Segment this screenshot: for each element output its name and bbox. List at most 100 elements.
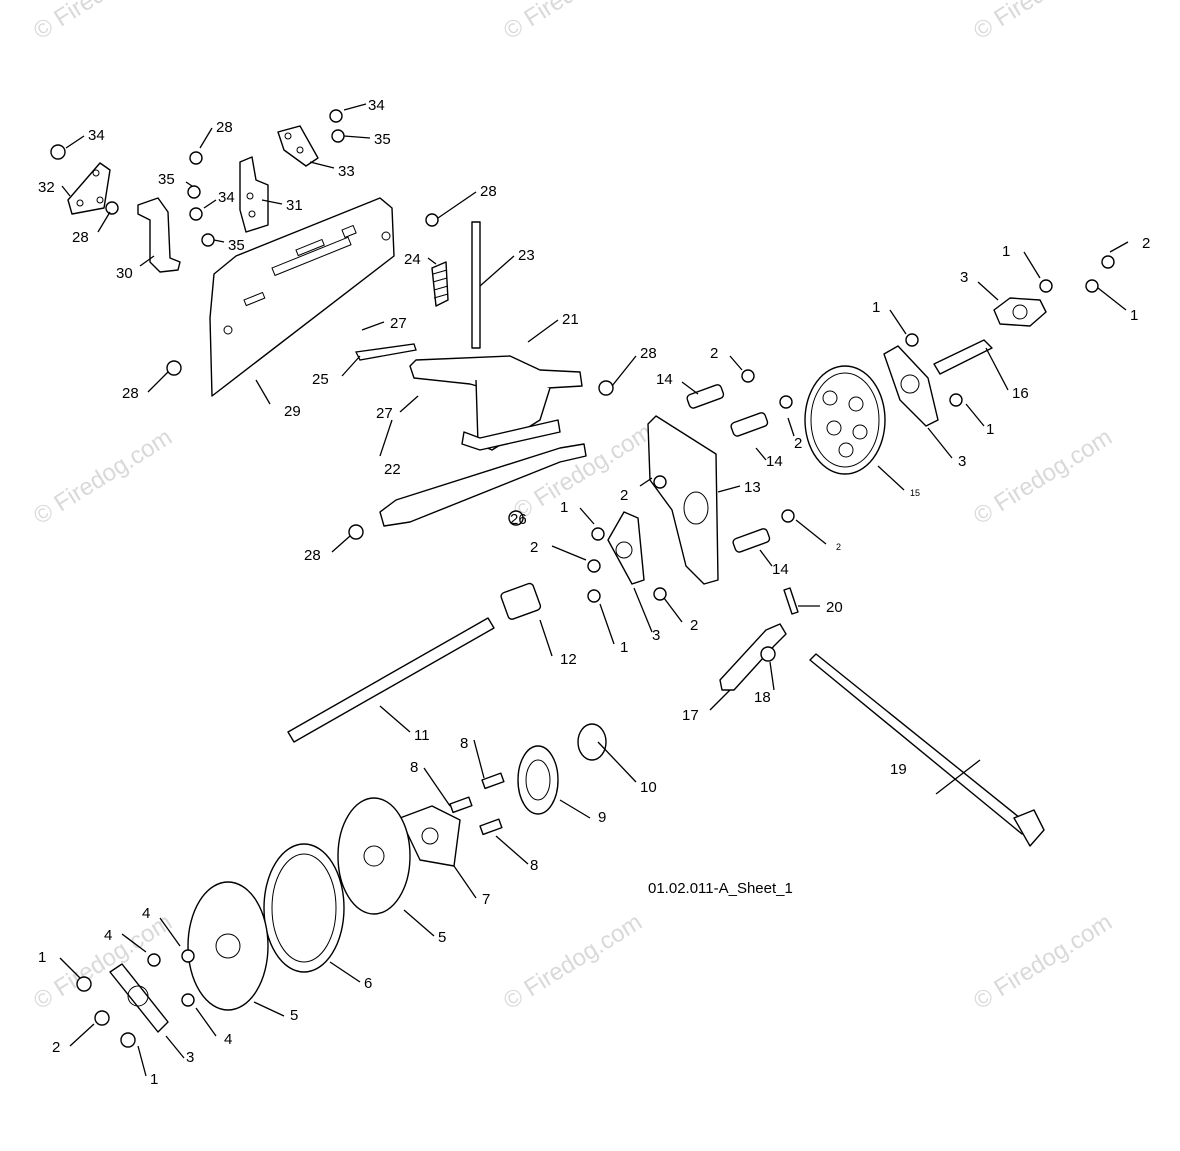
- callout-2: 2: [1142, 235, 1150, 252]
- part-18-washer: [760, 646, 776, 662]
- callout-10: 10: [640, 779, 657, 796]
- hex-nuts-lower: [76, 949, 195, 1048]
- callout-24: 24: [404, 251, 421, 268]
- part-30-bracket: [137, 197, 181, 273]
- callout-32: 32: [38, 179, 55, 196]
- part-3-flange-lower: [109, 963, 169, 1033]
- watermark: © Firedog.com: [969, 909, 1117, 1015]
- callout-2: 2: [710, 345, 718, 362]
- callout-2: 2: [794, 435, 802, 452]
- part-15-gear: [804, 365, 886, 475]
- part-22-lever: [379, 419, 587, 527]
- callout-1: 1: [150, 1071, 158, 1088]
- callout-20: 20: [826, 599, 843, 616]
- callout-4: 4: [104, 927, 112, 944]
- callout-2: 2: [836, 542, 841, 552]
- callout-5: 5: [438, 929, 446, 946]
- callout-1: 1: [560, 499, 568, 516]
- watermark: © Firedog.com: [499, 0, 647, 45]
- part-29-panel: [209, 197, 395, 397]
- callout-6: 6: [364, 975, 372, 992]
- callout-18: 18: [754, 689, 771, 706]
- watermark: © Firedog.com: [969, 0, 1117, 45]
- callout-3: 3: [186, 1049, 194, 1066]
- callout-28: 28: [480, 183, 497, 200]
- callout-28: 28: [122, 385, 139, 402]
- callout-11: 11: [414, 727, 430, 744]
- part-10-ring: [577, 723, 607, 761]
- part-13-plate: [647, 415, 719, 585]
- part-3-flange-center: [607, 511, 645, 585]
- leader-lines: [59, 103, 1129, 1077]
- callout-3: 3: [960, 269, 968, 286]
- callout-2: 2: [52, 1039, 60, 1056]
- callout-4: 4: [142, 905, 150, 922]
- callout-17: 17: [682, 707, 699, 724]
- part-5-plate-upper: [337, 797, 411, 915]
- callout-1: 1: [38, 949, 46, 966]
- callout-16: 16: [1012, 385, 1029, 402]
- part-20-pin: [783, 587, 799, 615]
- callout-2: 2: [690, 617, 698, 634]
- callout-35: 35: [374, 131, 391, 148]
- watermark: © Firedog.com: [29, 0, 177, 45]
- callout-31: 31: [286, 197, 303, 214]
- callout-1: 1: [1130, 307, 1138, 324]
- part-33-plate: [277, 125, 319, 167]
- part-8-bolts: [449, 772, 505, 836]
- callout-13: 13: [744, 479, 761, 496]
- callout-4: 4: [224, 1031, 232, 1048]
- callout-25: 25: [312, 371, 329, 388]
- part-5-plate-lower: [187, 881, 269, 1011]
- callout-8: 8: [410, 759, 418, 776]
- part-6-belt-pulley: [263, 843, 345, 973]
- sheet-label: 01.02.011-A_Sheet_1: [648, 880, 793, 897]
- callout-30: 30: [116, 265, 133, 282]
- callout-21: 21: [562, 311, 579, 328]
- callout-28: 28: [304, 547, 321, 564]
- callout-2: 2: [530, 539, 538, 556]
- part-9-housing: [517, 745, 559, 815]
- callout-1: 1: [986, 421, 994, 438]
- part-19-shaft: [809, 653, 1045, 847]
- part-32-plate: [67, 162, 111, 215]
- callout-33: 33: [338, 163, 355, 180]
- part-12-pinion: [500, 582, 542, 620]
- part-24-spring: [431, 261, 449, 307]
- callout-34: 34: [218, 189, 235, 206]
- callout-26: 26: [510, 511, 527, 528]
- callout-14: 14: [656, 371, 673, 388]
- callout-14: 14: [766, 453, 783, 470]
- callout-28: 28: [72, 229, 89, 246]
- callout-15: 15: [910, 488, 920, 498]
- callout-1: 1: [620, 639, 628, 656]
- watermark: © Firedog.com: [499, 909, 647, 1015]
- part-14-spacers: [686, 384, 771, 553]
- callout-8: 8: [530, 857, 538, 874]
- fasteners-top: [50, 109, 614, 540]
- callout-14: 14: [772, 561, 789, 578]
- callout-35: 35: [228, 237, 245, 254]
- part-3-flange-right: [883, 345, 939, 427]
- callout-3: 3: [652, 627, 660, 644]
- callout-27: 27: [390, 315, 407, 332]
- part-25-link: [355, 343, 417, 361]
- callout-5: 5: [290, 1007, 298, 1024]
- callout-9: 9: [598, 809, 606, 826]
- part-11-shaft: [287, 617, 495, 743]
- callout-23: 23: [518, 247, 535, 264]
- part-21-lever: [409, 355, 583, 451]
- part-17-lever: [719, 623, 787, 691]
- callout-1: 1: [1002, 243, 1010, 260]
- part-16-shaft: [933, 339, 993, 375]
- watermark: © Firedog.com: [29, 424, 177, 530]
- callout-34: 34: [368, 97, 385, 114]
- callout-22: 22: [384, 461, 401, 478]
- callout-34: 34: [88, 127, 105, 144]
- callout-1: 1: [872, 299, 880, 316]
- watermark: © Firedog.com: [969, 424, 1117, 530]
- callout-19: 19: [890, 761, 907, 778]
- callout-28: 28: [216, 119, 233, 136]
- callout-labels: 34 32 28 30 28 35 34 35 31 33 34 35 28 2…: [38, 97, 1150, 1088]
